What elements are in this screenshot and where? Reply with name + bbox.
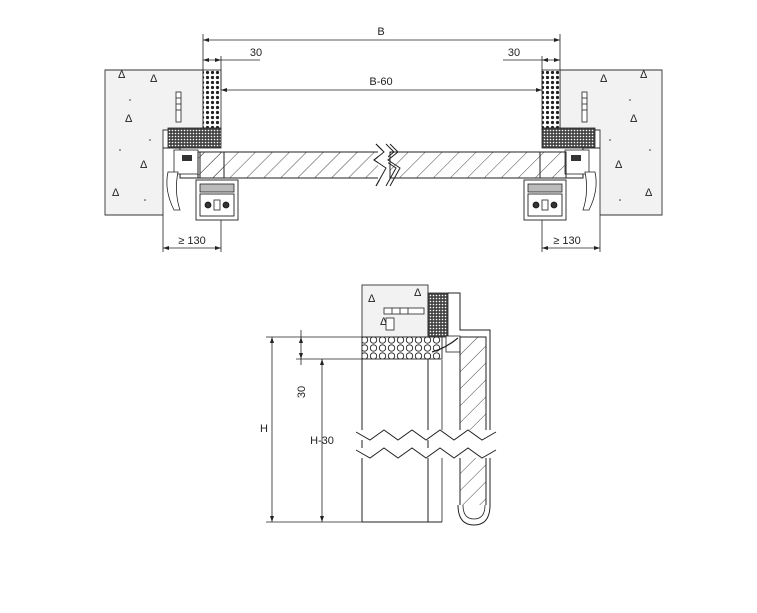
dimension-left-30: 30 <box>203 47 262 90</box>
svg-text:Δ: Δ <box>600 73 608 85</box>
dimension-right-30: 30 <box>503 47 560 90</box>
dimension-left-130-label: ≥ 130 <box>178 235 205 247</box>
section-anchor <box>383 307 425 331</box>
svg-text:Δ: Δ <box>380 316 388 328</box>
right-hinge-box <box>523 179 567 221</box>
left-frame-profile <box>163 147 199 211</box>
svg-text:Δ: Δ <box>125 113 133 125</box>
section-break <box>355 429 497 459</box>
right-seal-block <box>541 127 596 149</box>
svg-text:Δ: Δ <box>640 69 648 81</box>
door-leaf-plan <box>197 143 567 187</box>
dimension-right-130-label: ≥ 130 <box>553 235 580 247</box>
left-anchor <box>175 91 182 123</box>
right-insulation <box>541 69 561 131</box>
svg-text:Δ: Δ <box>150 73 158 85</box>
section-insulation-vertical <box>427 292 449 338</box>
dimension-h: H <box>260 336 362 523</box>
right-frame-profile <box>564 147 600 211</box>
svg-text:Δ: Δ <box>118 69 126 81</box>
dimension-left-30-label: 30 <box>250 47 262 59</box>
section-insulation-band <box>361 336 443 360</box>
svg-text:Δ: Δ <box>615 159 623 171</box>
dimension-b-60-label: B-60 <box>369 76 392 88</box>
svg-text:Δ: Δ <box>140 159 148 171</box>
left-seal-block <box>167 127 222 149</box>
dimension-b-60: B-60 <box>221 76 542 92</box>
dimension-section-30: 30 <box>296 330 362 398</box>
dimension-section-30-label: 30 <box>296 386 308 398</box>
right-anchor <box>581 91 588 123</box>
dimension-h-label: H <box>260 423 268 435</box>
svg-text:Δ: Δ <box>630 113 638 125</box>
section-view: Δ Δ Δ <box>260 284 497 526</box>
left-hinge-box <box>195 179 239 221</box>
dimension-h-30: H-30 <box>310 359 334 522</box>
dimension-b: B <box>202 26 561 70</box>
svg-text:Δ: Δ <box>645 187 653 199</box>
dimension-h-30-label: H-30 <box>310 435 334 447</box>
door-leaf-section <box>459 330 491 508</box>
dimension-left-130: ≥ 130 <box>162 215 222 252</box>
left-insulation <box>202 69 222 131</box>
dimension-right-30-label: 30 <box>508 47 520 59</box>
svg-text:Δ: Δ <box>112 187 120 199</box>
plan-view: Δ Δ Δ Δ Δ Δ Δ Δ Δ Δ <box>104 26 663 252</box>
section-bottom-seal <box>457 504 491 526</box>
svg-text:Δ: Δ <box>414 287 422 299</box>
dimension-b-label: B <box>377 26 384 38</box>
svg-text:Δ: Δ <box>368 293 376 305</box>
dimension-right-130: ≥ 130 <box>541 215 601 252</box>
